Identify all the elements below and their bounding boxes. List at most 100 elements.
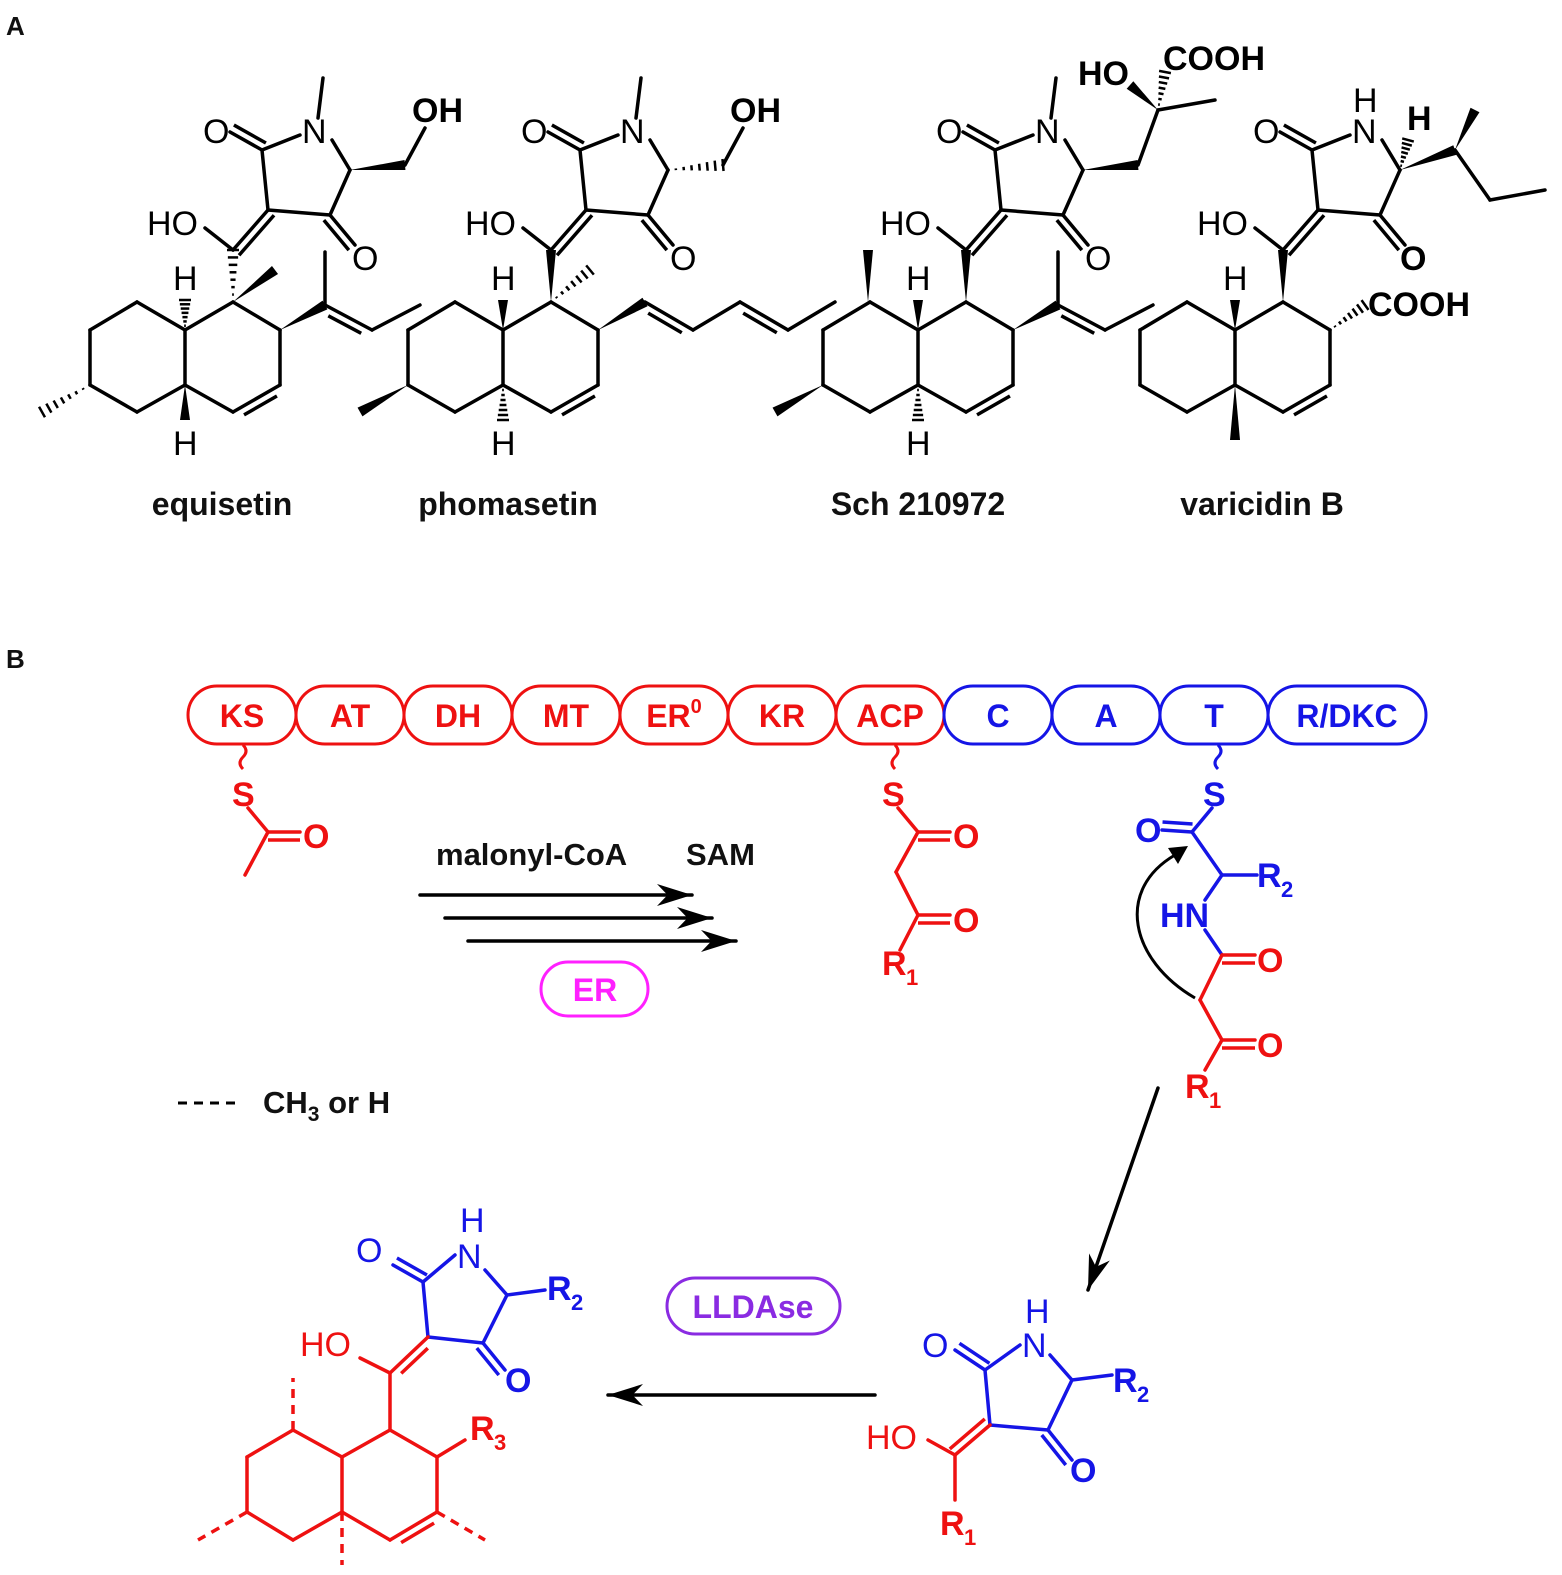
atom-n: N [457,1238,482,1276]
atom-o: O [1257,1027,1283,1065]
wedge-bond [180,385,190,420]
bond [1056,303,1107,332]
bond [421,1280,430,1339]
atom-s: S [232,776,255,814]
atom-r1: R [1185,1068,1210,1106]
bond [1281,300,1332,332]
bond [961,130,997,152]
bond [421,1253,457,1284]
atom-o: O [936,113,962,151]
atom-h: H [1025,1293,1050,1331]
wedge-bond [1230,385,1240,440]
bond [1138,300,1189,332]
hash-bond [580,269,589,280]
atom-n: N [1352,113,1377,151]
atom-ho: HO [465,205,516,243]
domain-superscript: 0 [691,696,702,718]
lldase-enzyme-badge: LLDAse [665,1276,842,1336]
bond [426,1335,485,1345]
subscript: 2 [1137,1382,1149,1407]
hash-bond [1400,159,1405,164]
atom-ho: HO [300,1326,351,1364]
bond [501,383,553,414]
bond [1316,208,1382,217]
double-bond-line [1283,123,1317,145]
wedge-bond [1455,107,1480,150]
hash-bond [67,393,72,400]
atom-o: O [922,1327,948,1365]
atom-h: H [906,260,931,298]
lldase-label: LLDAse [693,1289,814,1325]
hash-bond [697,163,701,171]
hash-bond [565,285,571,292]
svg-text:CH3 or H: CH3 or H [263,1085,390,1126]
bond [643,300,695,332]
bond [549,383,600,414]
bond [1281,383,1332,414]
dashed-bond [436,1510,486,1542]
atom-o: O [670,240,696,278]
legend-rest: or H [319,1085,390,1120]
double-bond-line [647,311,683,335]
er-label: ER [573,972,617,1008]
bond [786,300,837,332]
bond [1190,806,1214,834]
double-bond-line [322,219,351,252]
atom-n: N [1022,1327,1047,1365]
atom-hn: HN [1160,897,1209,935]
bond [993,148,1003,212]
atom-o: O [1253,113,1279,151]
domain-ks: KS [186,684,298,746]
atom-o: O [352,240,378,278]
reagent-malonyl-coa: malonyl-CoA [436,837,627,872]
hash-bond [1342,316,1348,323]
atom-o: O [1257,942,1283,980]
hash-bond [59,396,66,405]
bond [821,300,872,332]
atom-o: O [356,1232,382,1270]
bond [1378,213,1407,247]
bond [406,300,457,332]
atom-n: N [302,113,327,151]
double-bond-line [948,1417,986,1451]
atom-h: H [491,260,516,298]
wedge-bond [598,297,648,330]
hash-bond [1158,69,1172,75]
domain-er: ER0 [618,684,730,746]
wavy-bond [238,743,248,771]
domain-dh: DH [402,684,514,746]
domain-c: C [942,684,1054,746]
bond [983,1343,1022,1372]
double-bond-line [1055,219,1084,252]
domain-a: A [1050,684,1162,746]
chemical-bonds [37,69,1547,1565]
bond [246,806,270,834]
bond [1049,76,1058,120]
double-bond-line [970,214,1009,257]
hash-bond [570,280,577,288]
bond [501,300,553,332]
bond [1233,383,1285,414]
double-bond-line [475,1346,501,1377]
atom-s: S [882,776,905,814]
domain-label: C [986,698,1009,734]
bond [330,138,352,172]
atom-n: N [1035,113,1060,151]
atom-n: N [620,113,645,151]
hash-bond [1400,155,1407,160]
bond [1048,1353,1074,1382]
bond [228,130,264,152]
bond [328,168,352,217]
hash-bond [1337,320,1343,325]
bond [340,1510,392,1542]
atom-cooh: COOH [1368,286,1470,324]
bond [388,1428,439,1459]
double-bond-line [1372,219,1401,252]
bond [1190,830,1224,877]
atom-h: H [1407,100,1432,138]
hash-bond [52,399,59,409]
bond [231,208,270,252]
panel-label-b: B [6,644,25,674]
bond [1278,130,1314,152]
